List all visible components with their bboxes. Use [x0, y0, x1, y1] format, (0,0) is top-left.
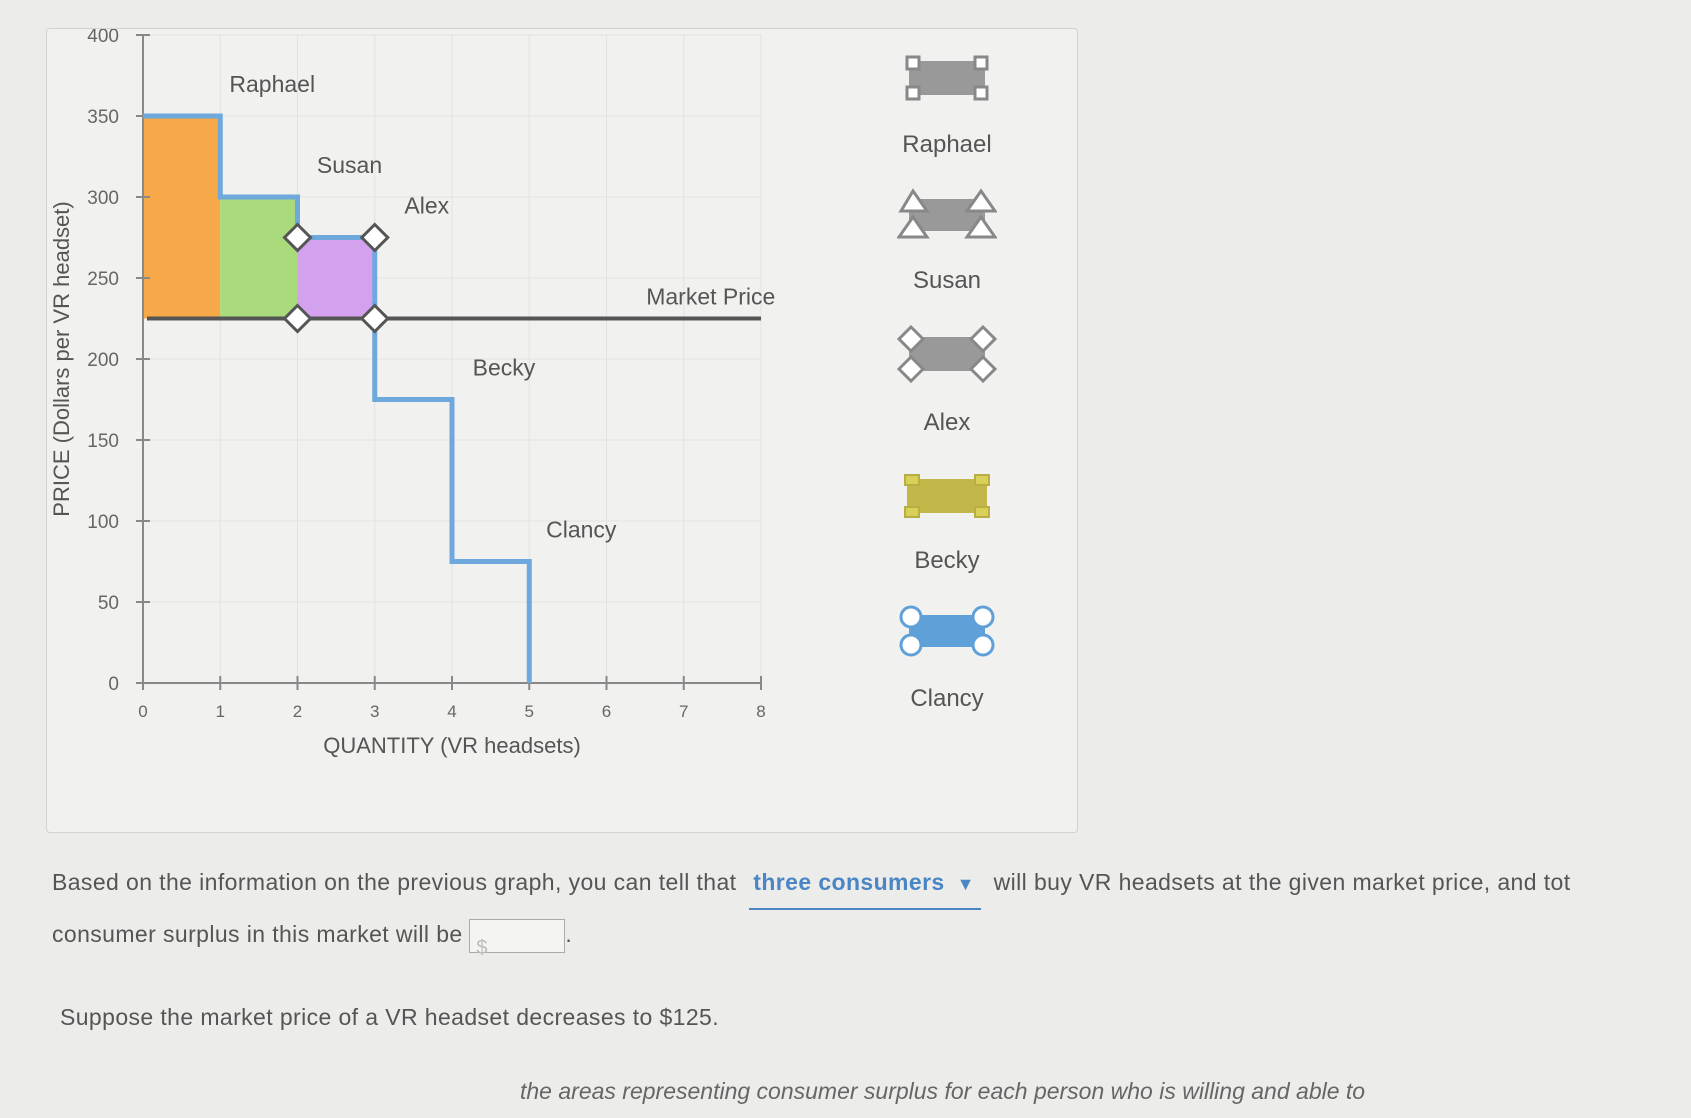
chevron-down-icon: ▼ — [956, 874, 975, 894]
legend-label-alex: Alex — [923, 409, 971, 436]
y-axis-label: PRICE (Dollars per VR headset) — [49, 201, 74, 516]
consumer-surplus-input[interactable]: $ — [469, 918, 566, 959]
diamond-handle — [282, 303, 313, 334]
question-text: Based on the information on the previous… — [52, 858, 1691, 959]
demand-graph[interactable]: 0 50 100 150 200 250 300 350 400 0 1 2 3 4 5 6 7 8QUANTIT… — [47, 29, 1077, 832]
legend-label-raphael: Raphael — [902, 131, 992, 158]
step-label-susan: Susan — [317, 152, 382, 178]
instruction-text: the areas representing consumer surplus … — [520, 1078, 1366, 1104]
square-handle-icon — [904, 474, 990, 518]
legend-label-clancy: Clancy — [910, 685, 984, 712]
surplus-area-susan — [220, 197, 298, 319]
y-tick-label: 250 — [87, 269, 119, 290]
y-tick-label: 100 — [87, 512, 119, 533]
square-handle-icon — [905, 55, 989, 101]
market-price-label: Market Price — [646, 284, 775, 310]
legend-susan[interactable]: Susan — [877, 187, 1017, 295]
x-tick-label: 2 — [293, 702, 302, 721]
y-tick-label: 300 — [87, 188, 119, 209]
x-tick-label: 7 — [679, 702, 688, 721]
legend-clancy[interactable]: Clancy — [877, 603, 1017, 713]
legend-becky[interactable]: Becky — [877, 471, 1017, 575]
y-tick-label: 400 — [87, 29, 119, 47]
surplus-area-raphael — [143, 116, 221, 319]
y-tick-label: 150 — [87, 431, 119, 452]
y-tick-label: 350 — [87, 107, 119, 128]
diamond-handle — [282, 222, 313, 253]
x-tick-label: 5 — [525, 702, 534, 721]
x-tick-label: 1 — [216, 702, 225, 721]
legend-alex[interactable]: Alex — [877, 325, 1017, 437]
step-label-alex: Alex — [404, 193, 449, 219]
diamond-handle-icon — [897, 325, 997, 383]
step-label-becky: Becky — [473, 355, 536, 381]
legend-raphael[interactable]: Raphael — [877, 51, 1017, 159]
x-axis-label: QUANTITY (VR headsets) — [323, 733, 581, 758]
x-tick-label: 0 — [138, 702, 147, 721]
y-tick-label: 200 — [87, 350, 119, 371]
legend-label-susan: Susan — [912, 267, 982, 294]
question-part4: . — [565, 921, 573, 947]
circle-handle-icon — [899, 605, 995, 657]
consumer-count-dropdown[interactable]: three consumers ▼ — [749, 858, 981, 910]
diamond-handle — [359, 303, 390, 334]
triangle-handle-icon — [897, 188, 997, 239]
price-change-text: Suppose the market price of a VR headset… — [60, 1004, 720, 1030]
x-tick-label: 8 — [756, 702, 765, 721]
legend-label-becky: Becky — [914, 547, 980, 574]
question-part1: Based on the information on the previous… — [52, 869, 737, 895]
dropdown-value: three consumers — [753, 869, 945, 895]
question-part2: will buy VR headsets at the given market… — [993, 869, 1571, 895]
x-tick-label: 3 — [370, 702, 379, 721]
x-tick-label: 6 — [602, 702, 611, 721]
question-part3: consumer surplus in this market will be — [52, 921, 463, 947]
x-tick-label: 4 — [447, 702, 456, 721]
diamond-handle — [359, 222, 390, 253]
step-label-clancy: Clancy — [546, 517, 617, 543]
step-label-raphael: Raphael — [229, 71, 315, 97]
surplus-area-alex — [297, 237, 375, 319]
y-tick-label: 0 — [108, 674, 119, 695]
y-tick-label: 50 — [98, 593, 119, 614]
